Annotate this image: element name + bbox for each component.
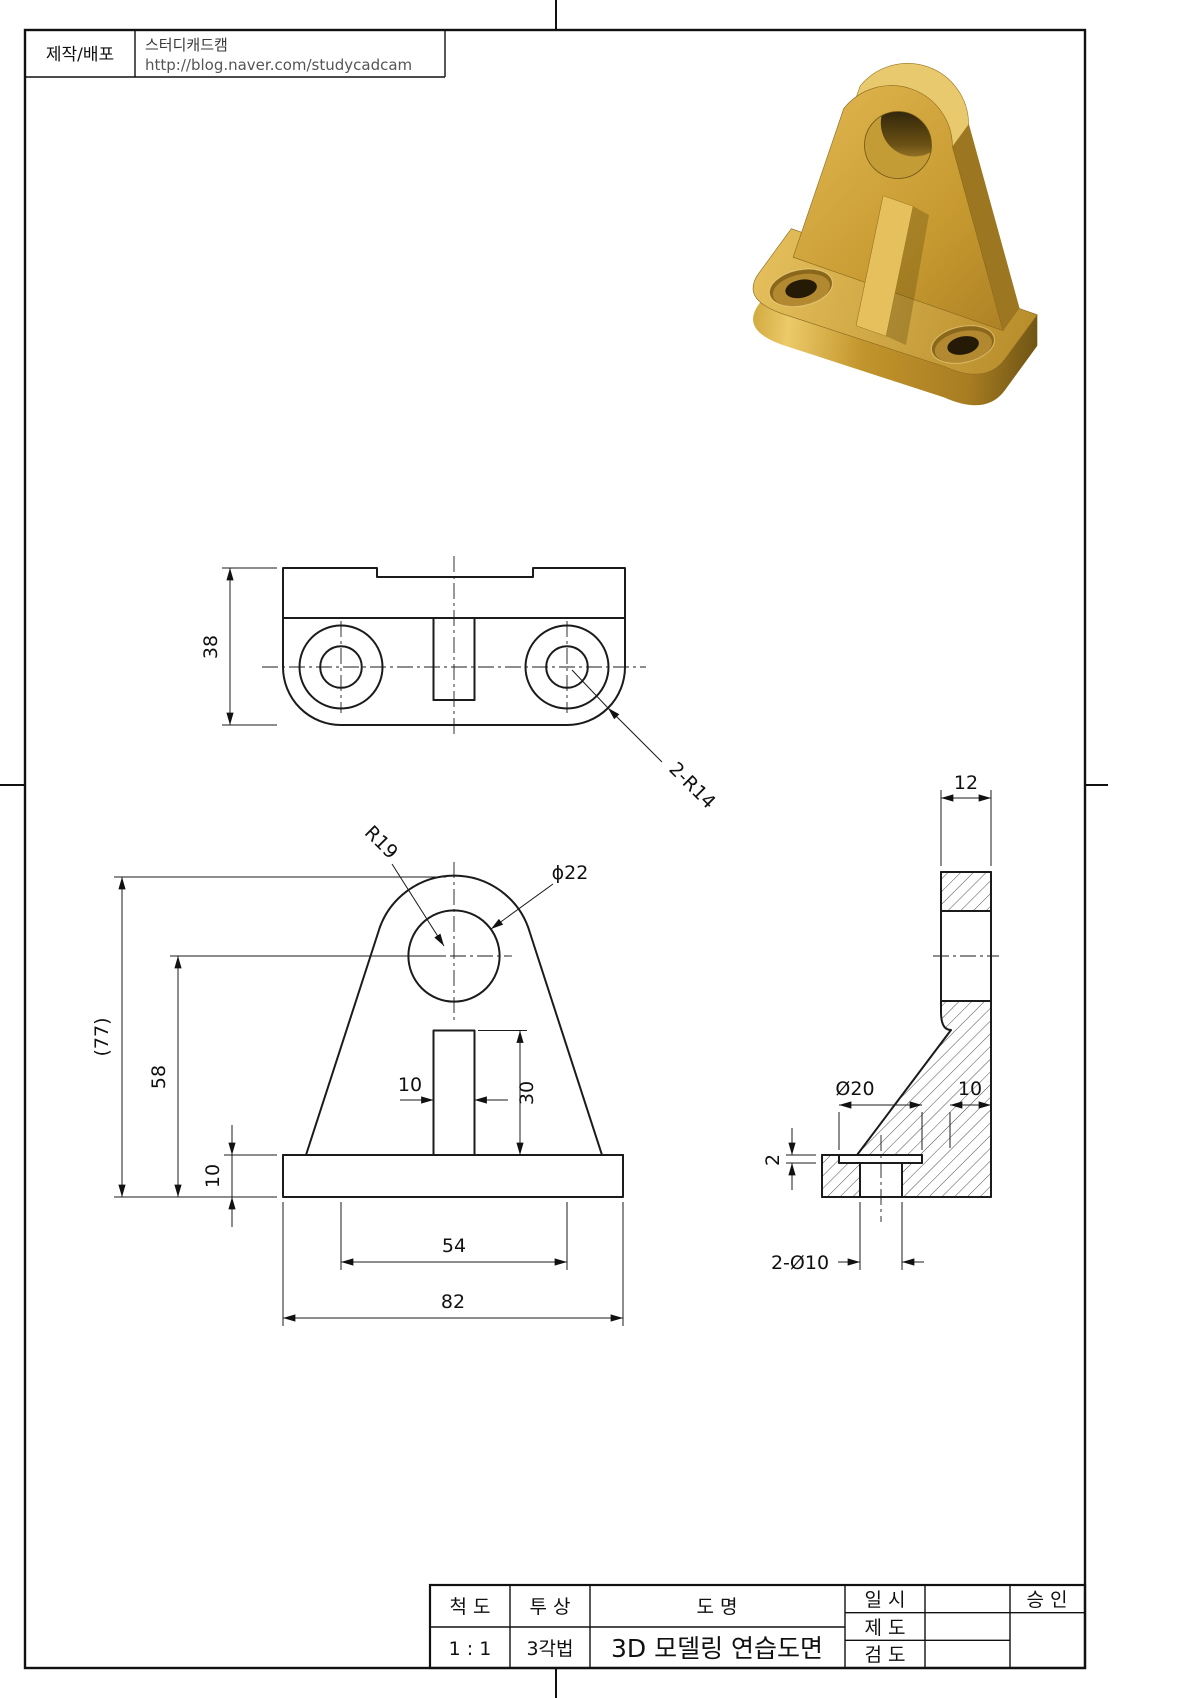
publisher-block: 제작/배포 스터디캐드캠 http://blog.naver.com/study… [25, 30, 446, 78]
rib-front [432, 1029, 476, 1156]
dim-rib-height: 30 [516, 1081, 538, 1105]
publisher-name: 스터디캐드캠 [145, 36, 228, 54]
hatch-wall-lower [857, 1001, 991, 1197]
dim-offset: 10 [958, 1078, 982, 1100]
dim-corner-radius: 2-R14 [664, 758, 719, 813]
dim-cbore-dia: Ø20 [835, 1078, 874, 1100]
scale-label: 척 도 [450, 1596, 491, 1618]
drawing-name-value: 3D 모델링 연습도면 [611, 1634, 823, 1663]
base-counterbore-left [768, 268, 833, 308]
top-view: 38 2-R14 [200, 556, 720, 813]
front-view-outline [282, 874, 624, 1198]
dim-hole-pitch: 54 [442, 1235, 466, 1257]
isometric-render [752, 63, 1038, 406]
check-label: 검 도 [865, 1644, 906, 1666]
rib-shadow [886, 206, 929, 345]
dim-thru-holes: 2-Ø10 [771, 1252, 829, 1274]
dim-cbore-depth: 2 [762, 1154, 784, 1166]
dim-hole-height: 58 [148, 1065, 170, 1089]
projection-label: 투 상 [530, 1596, 571, 1618]
side-view: 12 Ø20 10 2 2-Ø10 [762, 772, 999, 1274]
hatch-base-left [822, 1155, 860, 1197]
front-view: (77) 58 10 10 30 54 82 R19 ϕ22 [91, 822, 624, 1326]
wall-right-edge-face [952, 124, 1020, 331]
dim-base-height: 10 [202, 1164, 224, 1188]
publisher-label: 제작/배포 [46, 45, 114, 65]
name-label: 도 명 [697, 1596, 738, 1618]
dim-wall-thickness: 12 [954, 772, 978, 794]
dim-hole-dia: ϕ22 [552, 862, 589, 884]
title-block: 척 도 투 상 도 명 일 시 승 인 제 도 검 도 1 : 1 3각법 3D… [428, 1583, 1087, 1670]
base-counterbore-right [930, 325, 995, 364]
rib-top-face [855, 195, 914, 337]
lobe-hole [864, 111, 932, 179]
publisher-url: http://blog.naver.com/studycadcam [145, 56, 412, 74]
dim-overall-height: (77) [91, 1017, 113, 1056]
wall-and-rib-profile [856, 871, 952, 1156]
approve-label: 승 인 [1027, 1589, 1068, 1611]
projection-value: 3각법 [526, 1638, 573, 1660]
dim-rib-width: 10 [398, 1074, 422, 1096]
draft-label: 제 도 [865, 1617, 906, 1639]
dim-top-depth: 38 [200, 635, 222, 659]
hatch-wall-upper [941, 872, 991, 911]
date-label: 일 시 [865, 1589, 906, 1611]
dim-lobe-radius: R19 [360, 822, 402, 864]
scale-value: 1 : 1 [449, 1638, 492, 1660]
dim-overall-width: 82 [441, 1291, 465, 1313]
